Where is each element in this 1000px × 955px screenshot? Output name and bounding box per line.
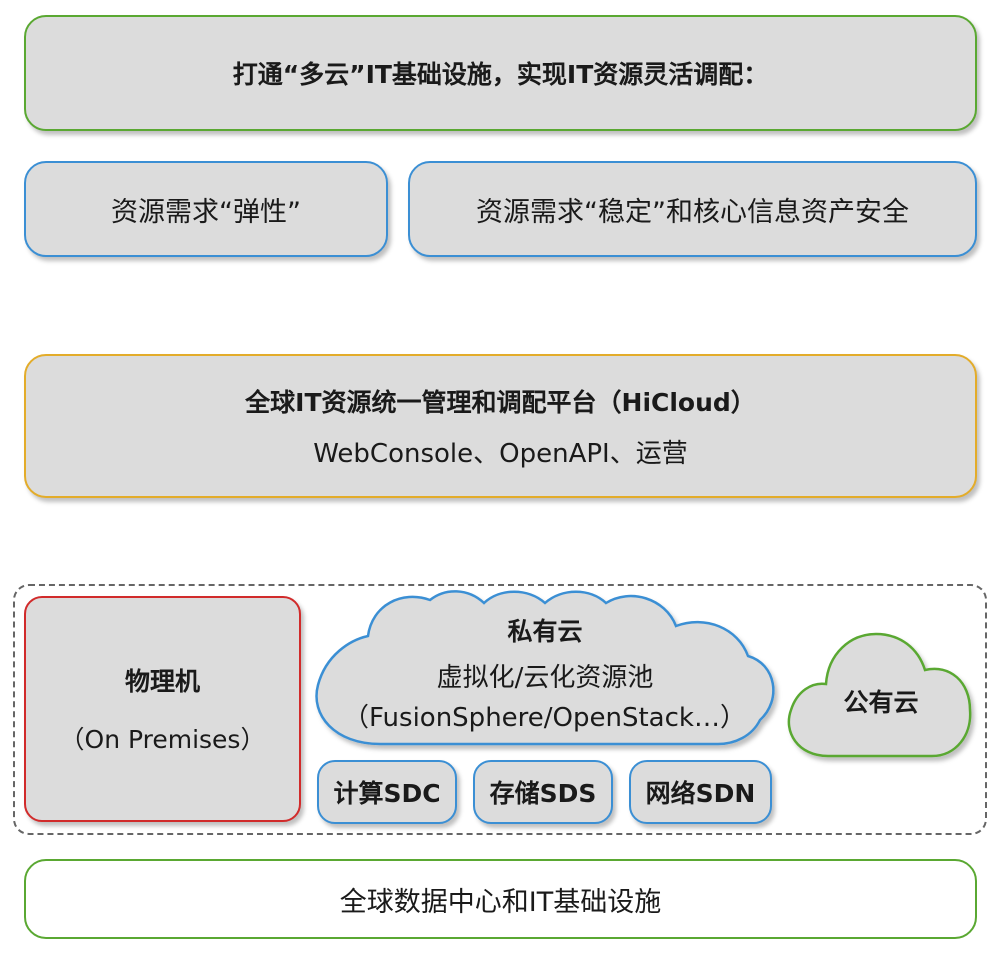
physical-machine-box: 物理机 （On Premises） [24, 596, 301, 822]
private-cloud-title: 私有云 [507, 617, 583, 646]
hicloud-subtitle: WebConsole、OpenAPI、运营 [313, 438, 688, 469]
physical-machine-subtitle: （On Premises） [59, 725, 266, 754]
elastic-demand-text: 资源需求“弹性” [111, 196, 301, 228]
multi-cloud-goal-text: 打通“多云”IT基础设施，实现IT资源灵活调配： [232, 60, 769, 89]
private-cloud-pool: 虚拟化/云化资源池 [436, 663, 654, 693]
network-sdn-box: 网络SDN [629, 760, 772, 824]
global-datacenter-text: 全球数据中心和IT基础设施 [339, 886, 662, 918]
private-cloud-stack: （FusionSphere/OpenStack…） [343, 703, 746, 733]
compute-sdc-label: 计算SDC [333, 779, 441, 808]
infrastructure-group [13, 584, 987, 835]
public-cloud-label: 公有云 [843, 688, 919, 717]
stable-demand-box: 资源需求“稳定”和核心信息资产安全 [408, 161, 977, 257]
global-datacenter-box: 全球数据中心和IT基础设施 [24, 859, 977, 939]
private-cloud-shape [315, 590, 775, 746]
multi-cloud-goal-box: 打通“多云”IT基础设施，实现IT资源灵活调配： [24, 15, 977, 131]
hicloud-platform-box: 全球IT资源统一管理和调配平台（HiCloud） WebConsole、Open… [24, 354, 977, 498]
storage-sds-label: 存储SDS [489, 779, 597, 808]
elastic-demand-box: 资源需求“弹性” [24, 161, 388, 257]
physical-machine-title: 物理机 [124, 667, 200, 696]
storage-sds-box: 存储SDS [473, 760, 613, 824]
stable-demand-text: 资源需求“稳定”和核心信息资产安全 [476, 196, 909, 228]
hicloud-title: 全球IT资源统一管理和调配平台（HiCloud） [245, 387, 756, 417]
compute-sdc-box: 计算SDC [317, 760, 457, 824]
public-cloud-shape [787, 632, 972, 758]
network-sdn-label: 网络SDN [645, 779, 756, 808]
